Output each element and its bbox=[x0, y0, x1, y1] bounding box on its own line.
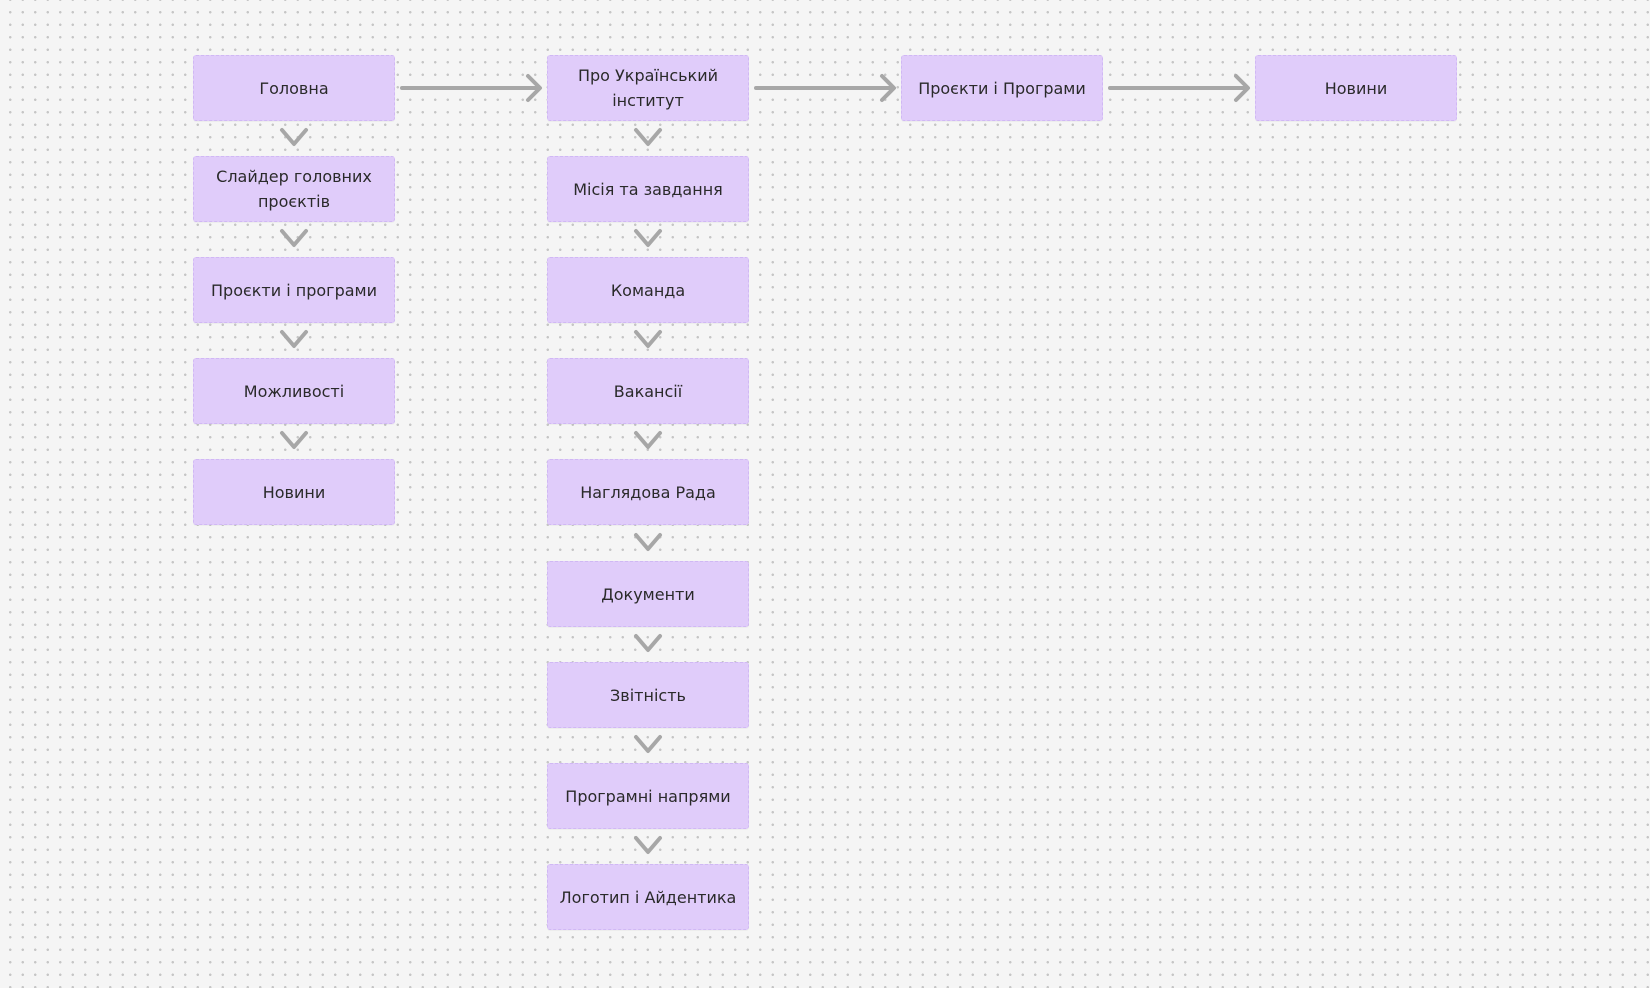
arrow-projects-to-news bbox=[1108, 74, 1250, 102]
node-label: Документи bbox=[601, 584, 695, 604]
node-vacancies[interactable]: Вакансії bbox=[547, 358, 749, 424]
node-label: Вакансії bbox=[613, 381, 683, 401]
node-supervisory-board[interactable]: Наглядова Рада bbox=[547, 459, 749, 525]
arrow-about-to-projects bbox=[754, 74, 896, 102]
node-team[interactable]: Команда bbox=[547, 257, 749, 323]
node-label: Головна bbox=[259, 78, 329, 98]
node-label: Можливості bbox=[243, 381, 345, 401]
node-label: Новини bbox=[1324, 78, 1388, 98]
node-reporting[interactable]: Звітність bbox=[547, 662, 749, 728]
node-label: Слайдер головних проєктів bbox=[216, 167, 372, 211]
node-home[interactable]: Головна bbox=[193, 55, 395, 121]
node-label: Програмні напрями bbox=[565, 786, 731, 806]
node-about[interactable]: Про Український інститут bbox=[547, 55, 749, 121]
node-label: Проєкти і Програми bbox=[918, 78, 1086, 98]
node-label: Логотип і Айдентика bbox=[559, 887, 737, 907]
node-opportunities[interactable]: Можливості bbox=[193, 358, 395, 424]
node-home-news[interactable]: Новини bbox=[193, 459, 395, 525]
node-label: Звітність bbox=[610, 685, 686, 705]
node-label: Про Український інститут bbox=[577, 66, 719, 110]
node-label: Місія та завдання bbox=[573, 179, 723, 199]
node-label: Команда bbox=[610, 280, 686, 300]
node-slider[interactable]: Слайдер головних проєктів bbox=[193, 156, 395, 222]
node-program-directions[interactable]: Програмні напрями bbox=[547, 763, 749, 829]
node-documents[interactable]: Документи bbox=[547, 561, 749, 627]
node-label: Наглядова Рада bbox=[580, 482, 716, 502]
arrow-home-to-about bbox=[400, 74, 542, 102]
node-projects-programs[interactable]: Проєкти і програми bbox=[193, 257, 395, 323]
node-projects[interactable]: Проєкти і Програми bbox=[901, 55, 1103, 121]
node-logo-identity[interactable]: Логотип і Айдентика bbox=[547, 864, 749, 930]
node-label: Новини bbox=[262, 482, 326, 502]
node-label: Проєкти і програми bbox=[211, 280, 377, 300]
node-mission[interactable]: Місія та завдання bbox=[547, 156, 749, 222]
node-news[interactable]: Новини bbox=[1255, 55, 1457, 121]
